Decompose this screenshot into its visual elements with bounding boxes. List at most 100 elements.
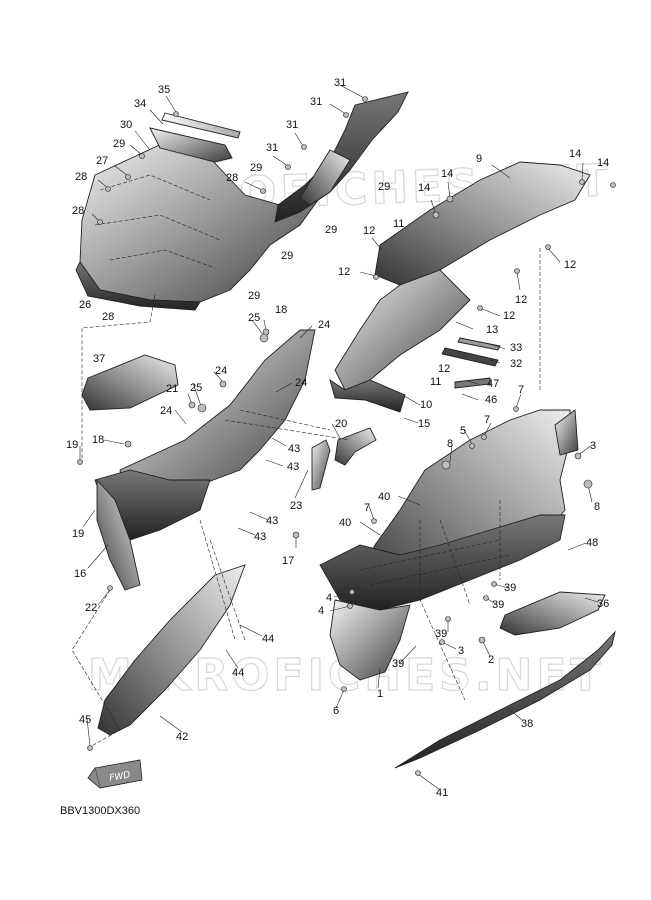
- callout-11: 11: [393, 218, 404, 230]
- callout-14: 14: [569, 148, 581, 160]
- callout-33: 33: [510, 342, 522, 354]
- callout-18: 18: [275, 304, 287, 316]
- callout-8: 8: [594, 501, 600, 513]
- panel-floor-part-1: [319, 409, 571, 681]
- panel-center-column: [274, 91, 409, 223]
- callout-12: 12: [438, 363, 450, 375]
- callout-37: 37: [93, 353, 105, 365]
- bracket-part-23: [311, 439, 331, 491]
- callout-24: 24: [295, 377, 307, 389]
- callout-47: 47: [487, 378, 499, 390]
- cover-part-36: [499, 591, 606, 636]
- callout-18: 18: [92, 434, 104, 446]
- callout-25: 25: [248, 312, 260, 324]
- bracket-part-20: [334, 427, 377, 466]
- callout-19: 19: [66, 439, 78, 451]
- callout-28: 28: [102, 311, 114, 323]
- callout-7: 7: [518, 384, 524, 396]
- callout-30: 30: [120, 119, 132, 131]
- callout-12: 12: [564, 259, 576, 271]
- callout-24: 24: [215, 365, 227, 377]
- leader-lines: [71, 84, 599, 791]
- callout-12: 12: [503, 310, 515, 322]
- callout-29: 29: [248, 290, 260, 302]
- strip-part-32: [441, 347, 499, 367]
- callout-42: 42: [176, 731, 188, 743]
- callout-39: 39: [504, 582, 516, 594]
- callout-40: 40: [339, 517, 351, 529]
- callout-39: 39: [492, 599, 504, 611]
- callout-39: 39: [392, 658, 404, 670]
- callout-19: 19: [72, 528, 84, 540]
- callout-31: 31: [334, 77, 346, 89]
- callout-13: 13: [486, 324, 498, 336]
- callout-29: 29: [378, 181, 390, 193]
- callout-6: 6: [333, 705, 339, 717]
- fasteners: [77, 96, 616, 776]
- callout-31: 31: [310, 96, 322, 108]
- callout-48: 48: [586, 537, 598, 549]
- strip-part-35: [161, 112, 241, 139]
- callout-20: 20: [335, 418, 347, 430]
- callout-34: 34: [134, 98, 146, 110]
- callout-46: 46: [485, 394, 497, 406]
- panel-upper-left: [75, 139, 319, 311]
- callout-29: 29: [113, 138, 125, 150]
- callout-24: 24: [318, 319, 330, 331]
- callout-4: 4: [326, 592, 332, 604]
- fwd-arrow-icon: FWD: [87, 759, 143, 789]
- callout-17: 17: [282, 555, 294, 567]
- callout-24: 24: [160, 405, 172, 417]
- callout-7: 7: [484, 414, 490, 426]
- callout-15: 15: [418, 418, 430, 430]
- callout-28: 28: [72, 205, 84, 217]
- strip-part-38: [394, 630, 616, 769]
- callout-31: 31: [286, 119, 298, 131]
- callout-12: 12: [363, 225, 375, 237]
- callout-31: 31: [266, 142, 278, 154]
- callout-41: 41: [436, 787, 448, 799]
- callout-43: 43: [288, 443, 300, 455]
- callout-4: 4: [318, 605, 324, 617]
- callout-26: 26: [79, 299, 91, 311]
- mat-part-37: [81, 354, 179, 411]
- callout-3: 3: [590, 440, 596, 452]
- callout-29: 29: [250, 162, 262, 174]
- callout-32: 32: [510, 358, 522, 370]
- callout-12: 12: [338, 266, 350, 278]
- strip-part-47: [454, 377, 491, 389]
- callout-25: 25: [190, 382, 202, 394]
- callout-43: 43: [287, 461, 299, 473]
- callout-43: 43: [254, 531, 266, 543]
- callout-9: 9: [476, 153, 482, 165]
- callout-36: 36: [597, 598, 609, 610]
- callout-16: 16: [74, 568, 86, 580]
- callout-40: 40: [378, 491, 390, 503]
- callouts: 35 34 30 29 27 28 28 26 28 28 29 31 31 3…: [66, 77, 609, 799]
- callout-1: 1: [377, 688, 383, 700]
- callout-14: 14: [597, 157, 609, 169]
- callout-28: 28: [75, 171, 87, 183]
- callout-45: 45: [79, 714, 91, 726]
- callout-23: 23: [290, 500, 302, 512]
- callout-7: 7: [364, 502, 370, 514]
- callout-44: 44: [232, 667, 244, 679]
- callout-27: 27: [96, 155, 108, 167]
- strip-part-33: [457, 337, 501, 351]
- callout-3: 3: [458, 645, 464, 657]
- callout-29: 29: [325, 224, 337, 236]
- part-right-bracket: [554, 409, 579, 456]
- callout-5: 5: [460, 425, 466, 437]
- panel-center-inner: [94, 329, 316, 591]
- strip-part-34: [149, 127, 233, 163]
- callout-22: 22: [85, 602, 97, 614]
- callout-8: 8: [447, 438, 453, 450]
- callout-39: 39: [435, 628, 447, 640]
- callout-28: 28: [226, 172, 238, 184]
- callout-10: 10: [420, 399, 432, 411]
- callout-14: 14: [418, 182, 430, 194]
- panel-side-part-9: [329, 161, 591, 413]
- callout-2: 2: [488, 654, 494, 666]
- callout-35: 35: [158, 84, 170, 96]
